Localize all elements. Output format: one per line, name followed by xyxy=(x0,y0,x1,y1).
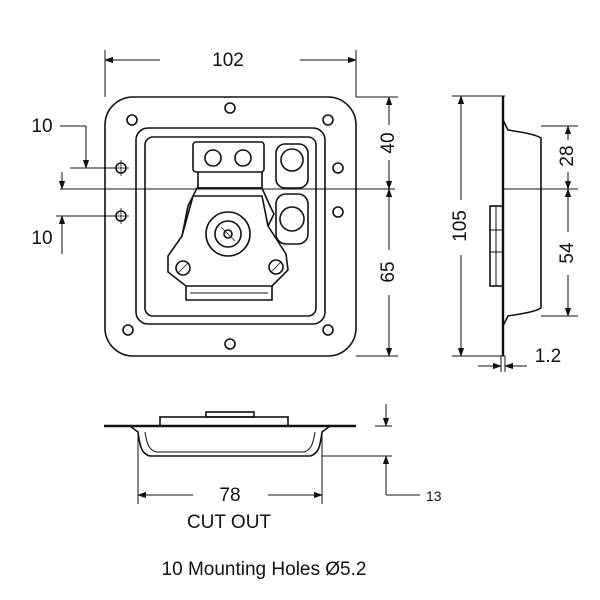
keeper-lower xyxy=(275,193,309,245)
dim-lower-height: 65 xyxy=(378,261,399,282)
dim-hole-offset-bottom: 10 xyxy=(31,228,52,249)
key-lock-inner xyxy=(214,220,242,248)
dim-depth: 13 xyxy=(426,488,442,504)
mounting-hole xyxy=(322,324,334,336)
mounting-hole xyxy=(322,114,334,126)
mounting-hole xyxy=(332,162,344,174)
mounting-hole xyxy=(126,114,138,126)
latch-neck xyxy=(197,172,263,189)
key-lock-outer xyxy=(205,211,251,257)
front-view xyxy=(60,96,395,357)
mounting-holes-label: 10 Mounting Holes Ø5.2 xyxy=(162,559,367,580)
front-dimensions: 102 10 10 40 65 xyxy=(31,50,399,357)
dim-overall-height: 105 xyxy=(450,210,471,242)
bottom-dish-profile xyxy=(129,425,331,457)
keeper-lower-hole xyxy=(279,206,305,232)
dim-overall-width: 102 xyxy=(212,50,244,71)
side-dish-profile xyxy=(502,119,542,327)
mounting-hole xyxy=(224,102,236,114)
side-view xyxy=(489,96,542,356)
latch-mechanism xyxy=(167,141,309,301)
dim-side-lower: 54 xyxy=(557,242,578,264)
latch-block xyxy=(192,141,265,173)
bottom-dimensions: 78 13 xyxy=(137,404,442,506)
keeper-upper xyxy=(275,143,309,189)
bottom-view xyxy=(104,411,356,457)
mounting-hole xyxy=(332,206,344,218)
mounting-holes xyxy=(113,102,344,350)
latch-handle xyxy=(167,187,289,287)
bottom-handle-top xyxy=(205,411,255,418)
keeper-upper-hole xyxy=(280,148,304,172)
cutout-label: CUT OUT xyxy=(187,512,271,533)
handle-pivot-right xyxy=(268,259,284,275)
dim-upper-height: 40 xyxy=(378,132,399,153)
mounting-hole xyxy=(224,338,236,350)
handle-grip xyxy=(185,286,273,301)
handle-pivot-left xyxy=(175,260,191,276)
side-dimensions: 105 28 54 1.2 xyxy=(450,95,578,372)
mounting-hole xyxy=(122,324,134,336)
dim-thickness: 1.2 xyxy=(535,346,561,367)
outer-flange xyxy=(104,96,357,357)
latch-handle-edge xyxy=(181,195,269,237)
dim-hole-offset-top: 10 xyxy=(31,116,52,137)
dim-side-upper: 28 xyxy=(557,145,578,166)
dish-inner xyxy=(144,136,317,317)
dish-outer xyxy=(135,127,326,325)
keyhole xyxy=(223,229,233,239)
bottom-handle xyxy=(159,416,289,427)
rivet xyxy=(204,149,222,167)
rivet xyxy=(234,149,252,167)
dim-cutout-width: 78 xyxy=(219,485,240,506)
